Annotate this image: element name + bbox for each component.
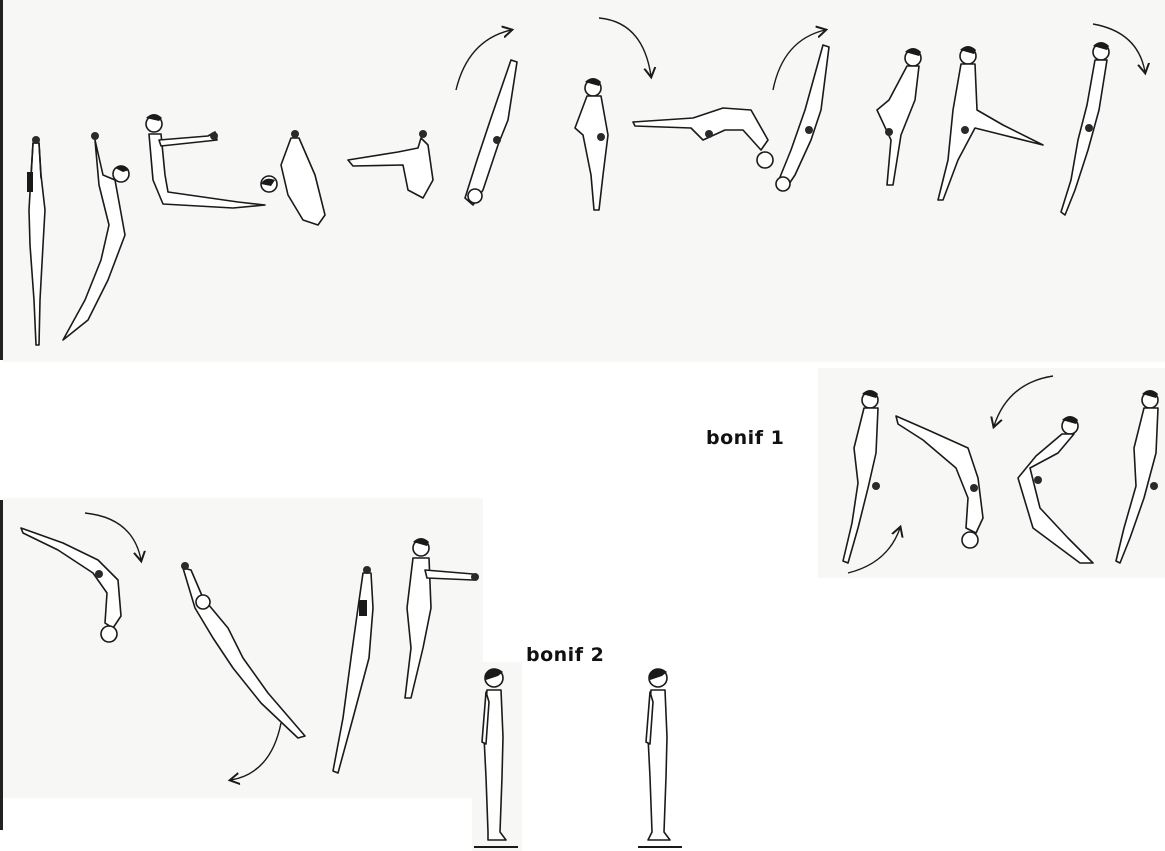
reference-figure-left: [472, 662, 522, 851]
figure-jump-lean: [63, 132, 129, 340]
bonif1-arrow-top: [994, 376, 1053, 426]
bonif2-label: bonif 2: [526, 644, 604, 666]
figure-roll-back: [261, 130, 325, 225]
bonif1-drawing: [818, 368, 1165, 578]
figure-pike-sit: [146, 114, 265, 208]
figure-bonif2-arms-up: [333, 566, 373, 773]
bonif1-panel: [818, 368, 1165, 578]
figure-bonif1-handstand: [896, 416, 983, 548]
figure-bonif2-arms-forward: [405, 538, 479, 698]
bonif2-panel: [3, 498, 483, 798]
figure-bonif1-end: [1116, 390, 1158, 563]
figure-standing-arms-up: [27, 136, 45, 345]
top-sequence-panel: [3, 0, 1165, 362]
figure-walkover: [633, 108, 773, 168]
figure-bonif1-bend: [1018, 416, 1093, 563]
figure-standing-2: [877, 48, 921, 185]
figure-shoulder-stand: [465, 60, 517, 205]
rotation-arrow-1: [456, 30, 511, 90]
figure-standing-lean: [575, 78, 608, 210]
figure-leg-raise: [938, 46, 1043, 200]
figure-shoulder-stand-2: [776, 45, 829, 191]
rotation-arrow-2: [599, 18, 651, 76]
bonif1-label: bonif 1: [706, 427, 784, 449]
figure-lying-pike: [348, 130, 433, 198]
reference-figure-left-panel: [472, 662, 522, 851]
figure-bonif2-handstand: [21, 528, 121, 642]
figure-bonif2-arch: [181, 562, 305, 738]
top-sequence-drawing: [3, 0, 1165, 362]
reference-figure-right: [636, 662, 686, 851]
bonif2-arrow-bottom: [231, 723, 281, 780]
bonif2-arrow-top: [85, 513, 141, 560]
figure-bonif1-stand: [843, 390, 880, 563]
figure-standing-3: [1061, 42, 1109, 215]
bonif2-drawing: [3, 498, 483, 798]
reference-figure-right-panel: [636, 662, 686, 851]
